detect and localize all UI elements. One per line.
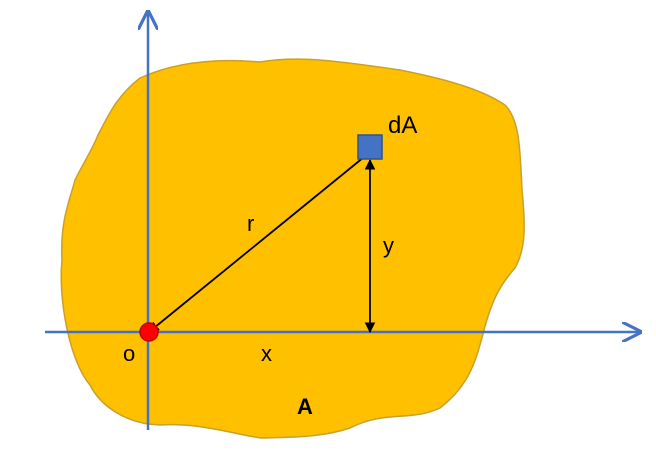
y-distance-label: y (383, 233, 394, 258)
area-element-square (357, 134, 383, 160)
radius-vector (148, 143, 381, 333)
radius-label: r (247, 211, 254, 236)
area-label: A (297, 394, 313, 419)
origin-label: o (123, 341, 135, 366)
origin-point (139, 322, 159, 342)
x-distance-label: x (261, 341, 272, 366)
area-region (60, 58, 525, 439)
element-label: dA (388, 112, 417, 139)
